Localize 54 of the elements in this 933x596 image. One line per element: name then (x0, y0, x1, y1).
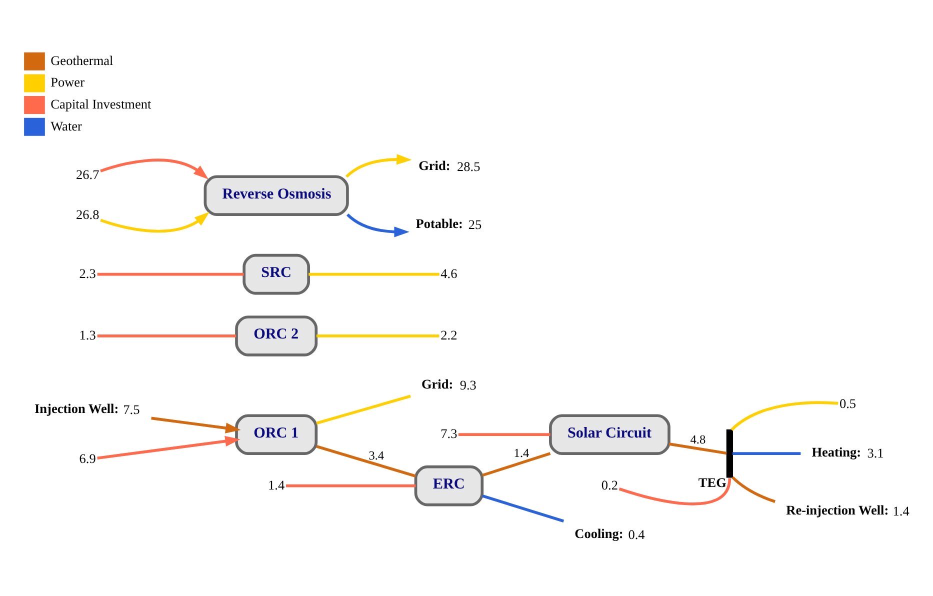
edge-label: 2.2 (440, 326, 458, 342)
connector (97, 334, 236, 337)
edge-label: 2.3 (79, 265, 96, 280)
edge-label: 4.8 (690, 432, 706, 446)
node-text: Re-injection Well: 1.4 (786, 502, 910, 518)
node-box: ERC (414, 464, 484, 506)
node-box: ORC 2 (235, 315, 318, 356)
legend-label: Power (50, 74, 85, 90)
connector (482, 494, 564, 522)
legend-label: Water (50, 118, 82, 133)
node-box: Solar Circuit (549, 414, 670, 454)
connector (732, 476, 776, 502)
connector (618, 478, 732, 505)
node-box: ORC 1 (235, 414, 318, 454)
node-text: Heating: 3.1 (812, 444, 884, 460)
edge-label: 1.3 (79, 326, 96, 342)
edge-label: 0.5 (839, 395, 856, 410)
edge-label: 4.6 (440, 265, 458, 280)
edge-label: 7.3 (440, 426, 458, 441)
connector (97, 272, 244, 276)
arrow (346, 154, 412, 178)
arrow (100, 158, 209, 179)
connector (316, 444, 416, 477)
connector (316, 394, 411, 424)
connector (730, 400, 838, 430)
node-label: TEG (698, 474, 726, 490)
edge-label: 26.7 (76, 166, 100, 182)
connector (316, 334, 440, 337)
legend-label: Geothermal (50, 52, 114, 68)
node-text: Potable: 25 (416, 216, 482, 232)
node-box: Reverse Osmosis (204, 174, 349, 216)
node-text: Cooling: 0.4 (574, 526, 645, 542)
node-text: Grid: 28.5 (418, 158, 480, 174)
arrow (346, 213, 410, 237)
connector (458, 432, 550, 436)
edge-label: 0.2 (601, 476, 618, 492)
connector (668, 442, 727, 454)
legend-label: Capital Investment (50, 96, 152, 112)
edge-label: 26.8 (76, 206, 100, 222)
edge-label: 6.9 (79, 450, 96, 466)
node-box (726, 428, 733, 478)
node-text: Injection Well: 7.5 (34, 400, 140, 416)
edge-label: 3.4 (368, 448, 384, 462)
edge-label: 1.4 (268, 476, 285, 492)
connector (732, 452, 801, 454)
arrow (100, 211, 210, 232)
connector (308, 272, 440, 276)
node-box: SRC (242, 253, 310, 294)
arrow (97, 435, 240, 460)
edge-label: 1.4 (514, 445, 530, 460)
node-text: Grid: 9.3 (421, 376, 476, 392)
arrow (151, 416, 241, 433)
connector (286, 484, 416, 487)
connector (482, 452, 551, 476)
